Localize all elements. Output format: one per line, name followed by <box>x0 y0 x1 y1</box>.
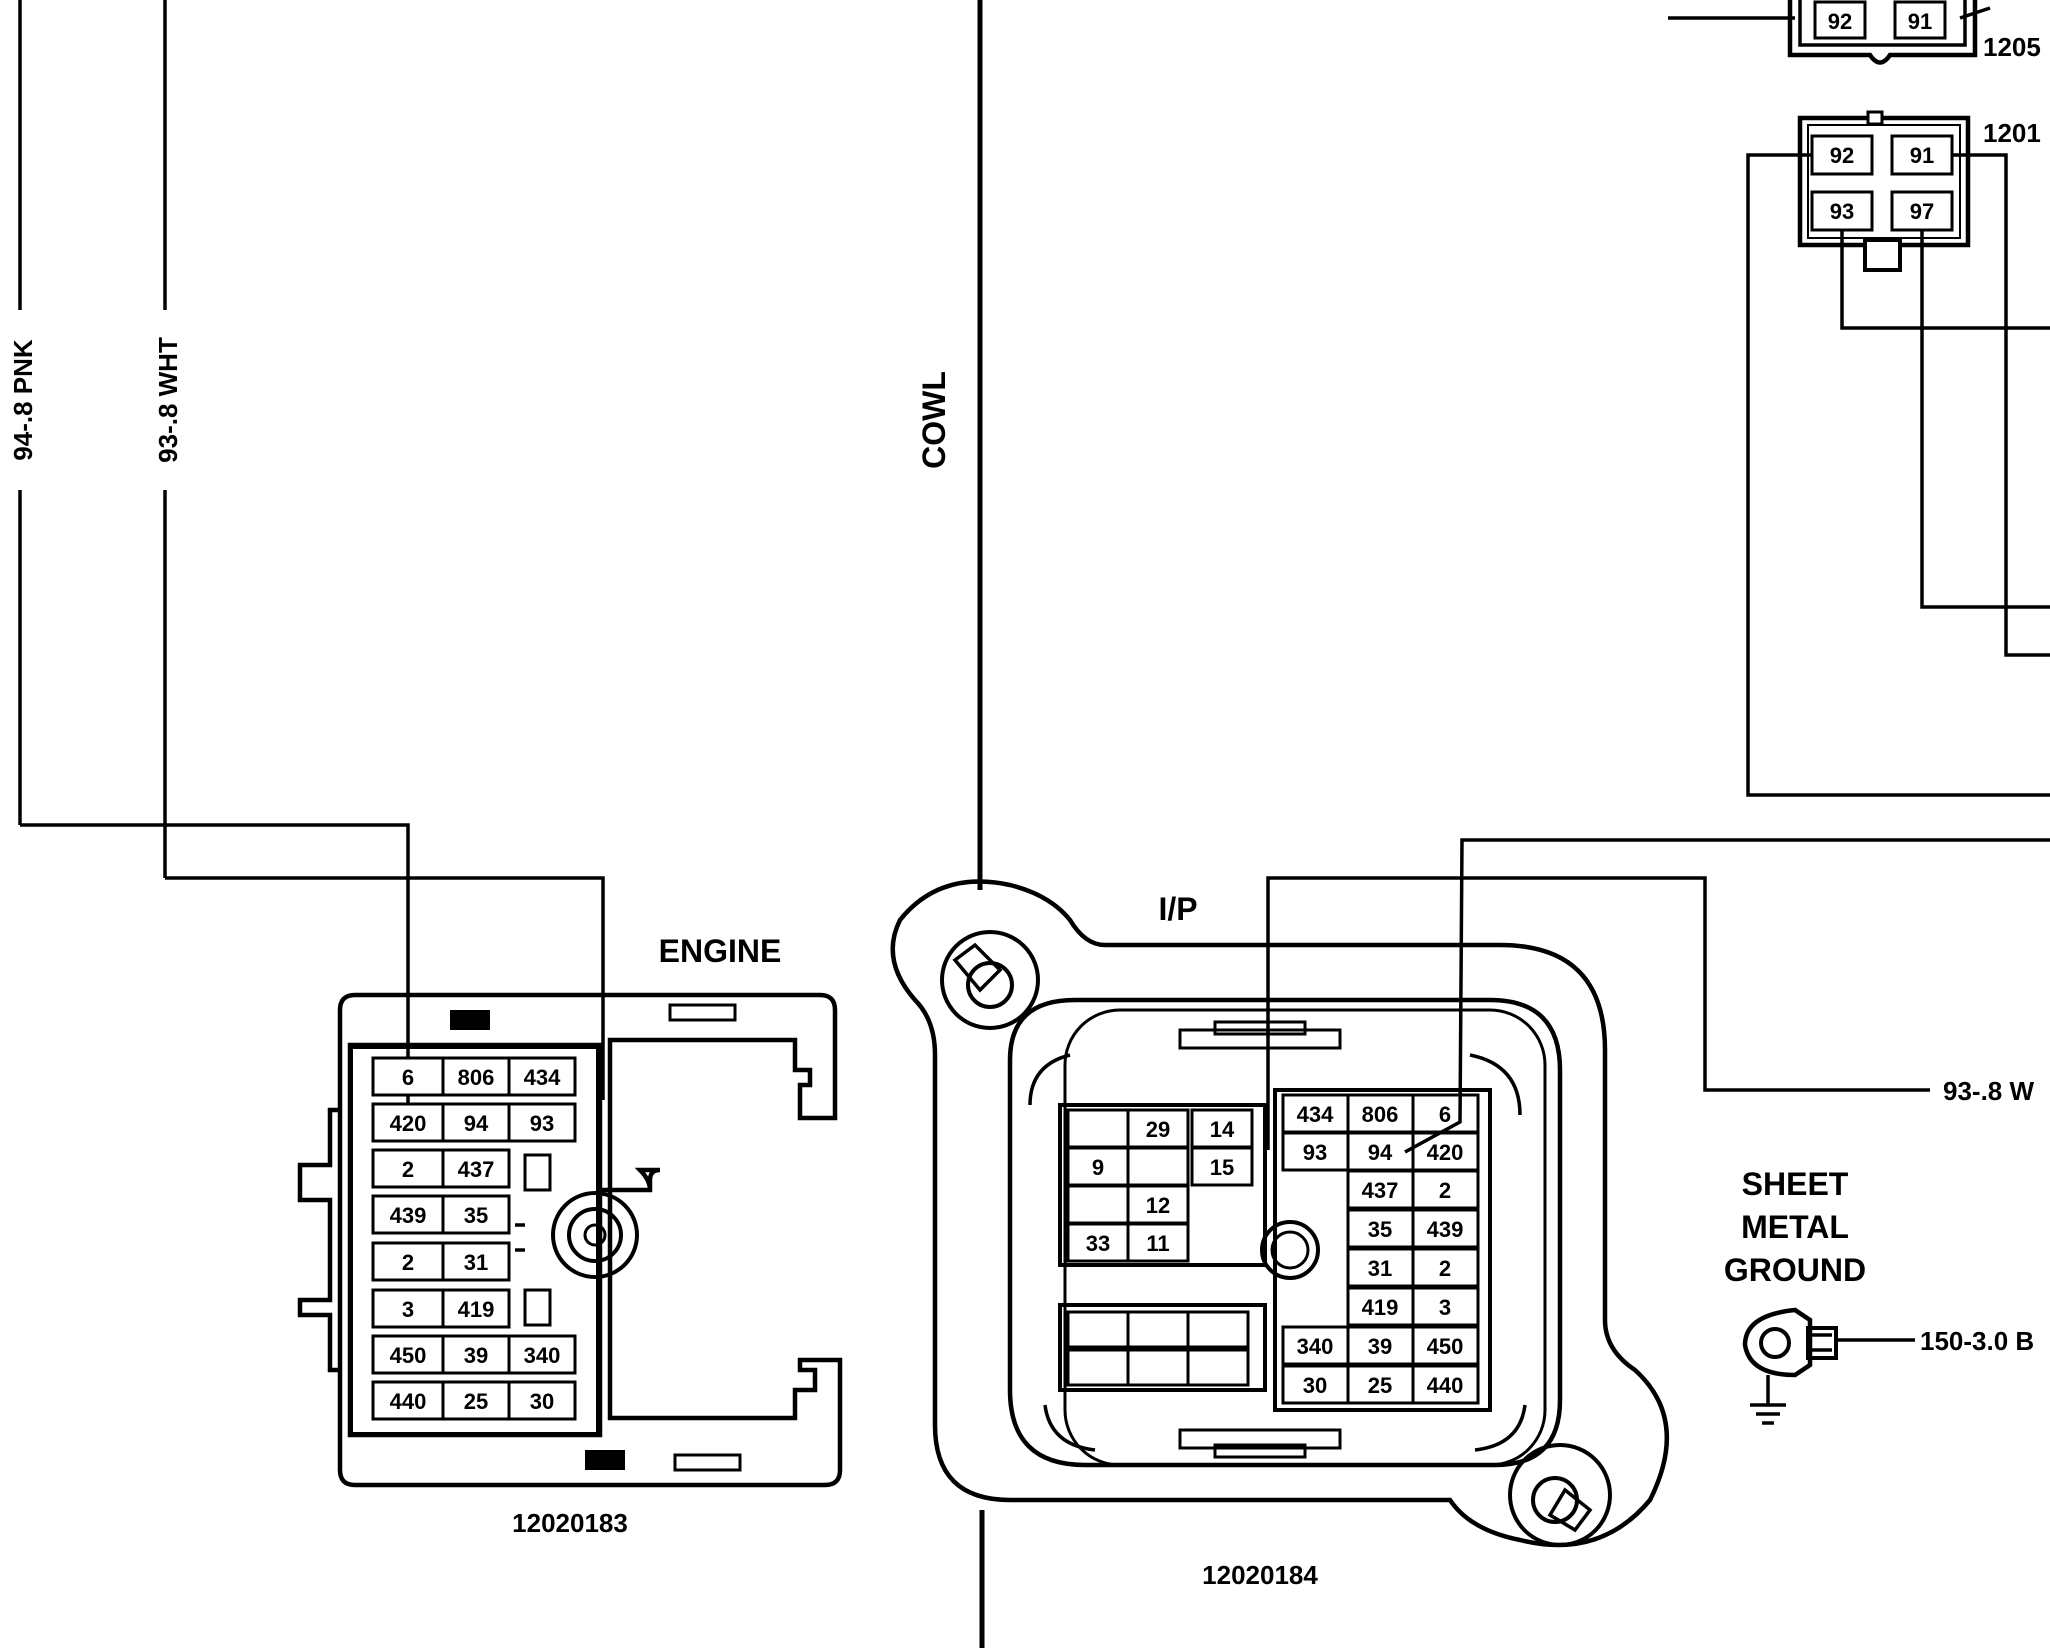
ip-pin: 439 <box>1427 1217 1464 1242</box>
connector-1201-pin: 97 <box>1910 199 1934 224</box>
engine-pin: 440 <box>390 1389 427 1414</box>
engine-pin: 806 <box>458 1065 495 1090</box>
ground-label-line2: METAL <box>1741 1209 1849 1245</box>
wht-wire-label: 93-.8 WHT <box>153 337 183 463</box>
ip-pin: 39 <box>1368 1334 1392 1359</box>
ip-left-pin: 29 <box>1146 1117 1170 1142</box>
engine-pin: 6 <box>402 1065 414 1090</box>
ip-pin: 30 <box>1303 1373 1327 1398</box>
ip-pin: 6 <box>1439 1102 1451 1127</box>
connector-1205: 92 91 1205 <box>1668 0 2041 65</box>
ip-pin: 450 <box>1427 1334 1464 1359</box>
ip-pin: 94 <box>1368 1140 1393 1165</box>
connector-1201: 92 91 93 97 1201 <box>1746 110 2050 797</box>
ip-left-pin: 15 <box>1210 1155 1234 1180</box>
ip-wires: 93-.8 W <box>1266 838 2050 1154</box>
ip-part-number: 12020184 <box>1202 1560 1318 1590</box>
engine-pin: 94 <box>464 1111 489 1136</box>
connector-1201-part: 1201 <box>1983 118 2041 148</box>
connector-1201-pin: 91 <box>1910 143 1934 168</box>
ip-left-pin: 9 <box>1092 1155 1104 1180</box>
engine-pin: 2 <box>402 1250 414 1275</box>
ip-pin: 2 <box>1439 1256 1451 1281</box>
engine-pin: 439 <box>390 1203 427 1228</box>
pnk-wire: 94-.8 PNK <box>8 0 410 1120</box>
engine-pin: 30 <box>530 1389 554 1414</box>
ip-title: I/P <box>1158 891 1197 927</box>
ip-pin: 437 <box>1362 1178 1399 1203</box>
wht-right-label: 93-.8 W <box>1943 1076 2034 1106</box>
ip-pin: 340 <box>1297 1334 1334 1359</box>
engine-connector: ENGINE 6 806 434 420 <box>297 933 843 1538</box>
ground-label-line1: SHEET <box>1742 1166 1849 1202</box>
ip-connector: I/P 29 14 9 <box>890 879 1669 1590</box>
engine-pin: 434 <box>524 1065 561 1090</box>
engine-pin: 340 <box>524 1343 561 1368</box>
connector-1205-pin: 92 <box>1828 9 1852 34</box>
ip-pin: 31 <box>1368 1256 1392 1281</box>
connector-1205-pin: 91 <box>1908 9 1932 34</box>
ground-label-line3: GROUND <box>1724 1252 1866 1288</box>
engine-pin: 419 <box>458 1297 495 1322</box>
engine-pin: 25 <box>464 1389 488 1414</box>
ip-pin: 25 <box>1368 1373 1392 1398</box>
pnk-wire-label: 94-.8 PNK <box>8 339 38 461</box>
ip-pin: 806 <box>1362 1102 1399 1127</box>
ip-right-pin-grid: 434 806 6 93 94 420 437 2 35 439 31 2 4 <box>1281 1093 1480 1405</box>
ip-pin: 35 <box>1368 1217 1392 1242</box>
connector-1201-pin: 93 <box>1830 199 1854 224</box>
ip-pin: 440 <box>1427 1373 1464 1398</box>
sheet-metal-ground: SHEET METAL GROUND 150-3.0 B <box>1724 1166 2034 1425</box>
engine-pin: 437 <box>458 1157 495 1182</box>
connector-1201-pin: 92 <box>1830 143 1854 168</box>
engine-pin: 35 <box>464 1203 488 1228</box>
engine-title: ENGINE <box>659 933 782 969</box>
engine-pin: 420 <box>390 1111 427 1136</box>
cowl-label: COWL <box>916 371 952 469</box>
ip-pin: 3 <box>1439 1295 1451 1320</box>
ground-wire-label: 150-3.0 B <box>1920 1326 2034 1356</box>
ip-pin: 2 <box>1439 1178 1451 1203</box>
ip-pin: 434 <box>1297 1102 1334 1127</box>
ip-left-pin: 14 <box>1210 1117 1235 1142</box>
engine-pin: 31 <box>464 1250 488 1275</box>
connector-1205-part: 1205 <box>1983 32 2041 62</box>
wht-wire: 93-.8 WHT <box>153 0 605 1100</box>
ip-left-pin: 12 <box>1146 1193 1170 1218</box>
ip-lower-left-block <box>1058 1303 1267 1392</box>
engine-pin: 3 <box>402 1297 414 1322</box>
engine-pin-grid: 6 806 434 420 94 93 2 437 439 35 2 <box>371 1056 577 1421</box>
ip-left-pin: 11 <box>1146 1231 1169 1256</box>
engine-pin: 2 <box>402 1157 414 1182</box>
ip-pin: 420 <box>1427 1140 1464 1165</box>
ip-pin: 93 <box>1303 1140 1327 1165</box>
engine-pin: 450 <box>390 1343 427 1368</box>
engine-pin: 39 <box>464 1343 488 1368</box>
engine-pin: 93 <box>530 1111 554 1136</box>
cowl-divider: COWL <box>916 0 985 1648</box>
ip-pin: 419 <box>1362 1295 1399 1320</box>
engine-part-number: 12020183 <box>512 1508 628 1538</box>
ip-left-pin: 33 <box>1086 1231 1110 1256</box>
